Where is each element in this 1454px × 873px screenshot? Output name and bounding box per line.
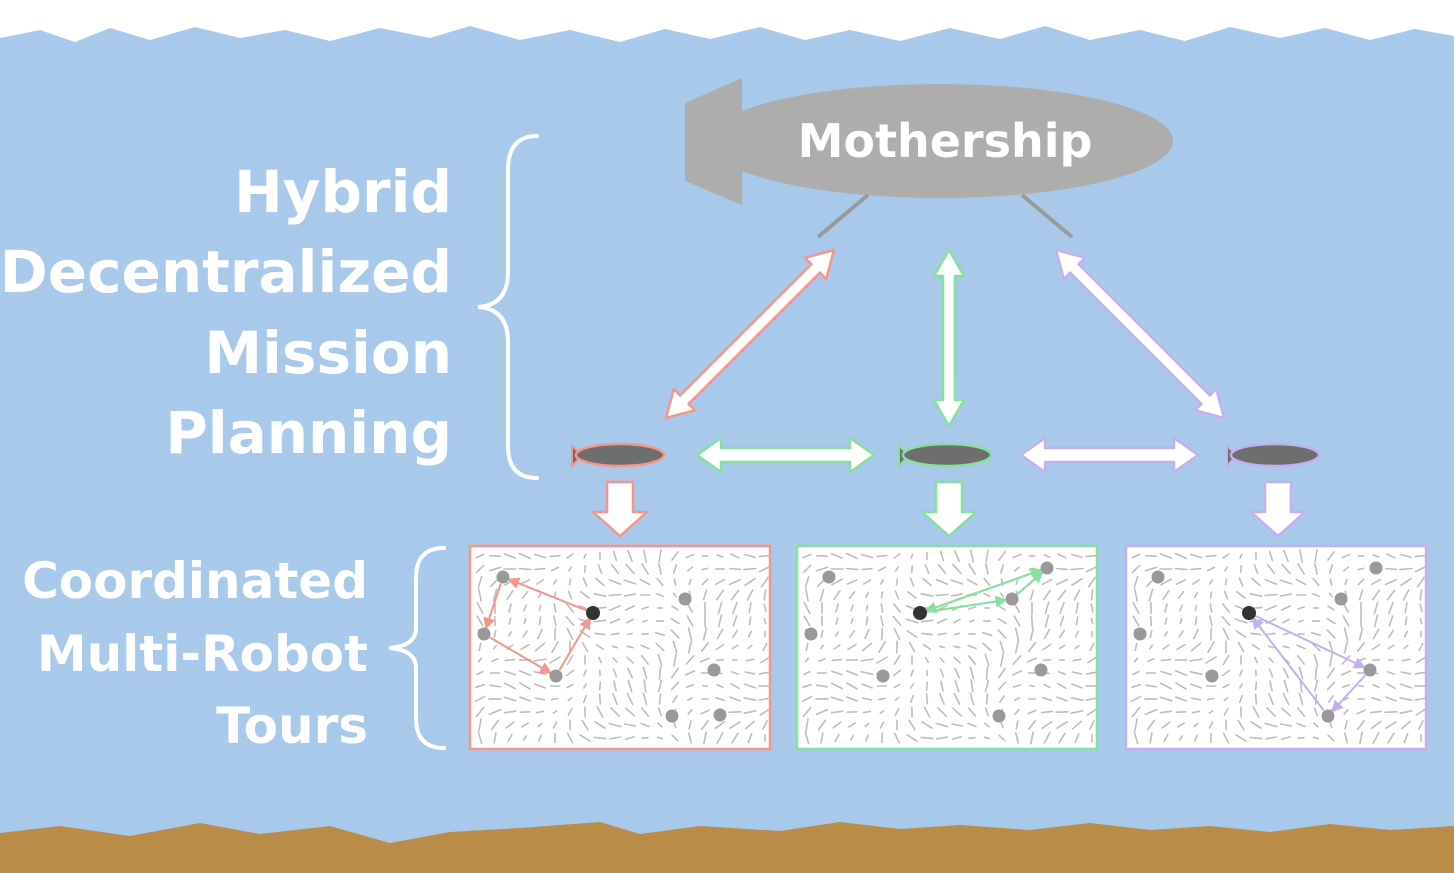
mothership-strut-right (1020, 193, 1074, 239)
tours-label-line-3: Tours (216, 697, 368, 755)
communication-arrows (591, 248, 1307, 538)
robot-3-hull (1229, 442, 1321, 468)
target-point (713, 708, 727, 722)
tour-edge (507, 577, 587, 612)
mothership-hull (707, 84, 1173, 198)
hierarchy-brace (477, 134, 539, 480)
robot-start-point (913, 606, 927, 620)
robot-1 (571, 442, 666, 469)
target-point (1205, 669, 1219, 683)
target-point (549, 669, 563, 683)
target-point (1151, 570, 1165, 584)
target-point (822, 570, 836, 584)
mothership-label: Mothership (798, 114, 1093, 168)
target-point (1040, 561, 1054, 575)
tour-panel-2 (795, 544, 1099, 751)
tour-panel-1 (468, 544, 772, 751)
hierarchy-label: Hybrid Decentralized Mission Planning (0, 158, 452, 467)
vehicles (571, 442, 1321, 469)
robot-start-point (1242, 606, 1256, 620)
target-point (1133, 627, 1147, 641)
robot-2-down-arrow (920, 480, 978, 538)
tour-panel-2-frame (795, 544, 1099, 751)
target-point (1005, 592, 1019, 606)
tours-label: Coordinated Multi-Robot Tours (22, 552, 368, 755)
robot-2-robot-3-arrow (1019, 436, 1200, 474)
target-point (678, 592, 692, 606)
tours-brace (388, 546, 446, 750)
target-point (496, 570, 510, 584)
target-point (1034, 663, 1048, 677)
tour-panels (468, 544, 1428, 751)
hierarchy-label-line-3: Mission (204, 319, 452, 387)
tour-edge (1331, 674, 1367, 713)
target-point (804, 627, 818, 641)
robot-1-robot-2-arrow (695, 436, 876, 474)
robot-3-down-arrow (1249, 480, 1307, 538)
tour-edge (489, 636, 553, 674)
robot-1-down-arrow (591, 480, 649, 538)
flow-field (801, 549, 1099, 745)
mothership-robot-3-arrow (1054, 248, 1226, 420)
robot-3 (1226, 442, 1321, 469)
mothership: Mothership (685, 78, 1173, 239)
mothership-robot-1-arrow (664, 248, 836, 420)
tour-edge (924, 569, 1041, 614)
mothership-strut-left (816, 193, 870, 239)
tour-panel-3 (1124, 544, 1428, 751)
target-point (1321, 709, 1335, 723)
robot-2 (898, 442, 993, 469)
tour-edge (926, 595, 1008, 613)
hierarchy-label-line-4: Planning (165, 399, 452, 467)
target-point (665, 709, 679, 723)
target-point (707, 663, 721, 677)
tour-edge (1016, 571, 1044, 596)
tours-label-line-2: Multi-Robot (37, 625, 368, 683)
target-point (1334, 592, 1348, 606)
target-point (992, 709, 1006, 723)
target-point (477, 627, 491, 641)
tour-edge (1254, 615, 1366, 669)
tours-label-line-1: Coordinated (22, 552, 368, 610)
robot-1-hull (574, 442, 666, 468)
robot-2-hull (901, 442, 993, 468)
hierarchy-label-line-2: Decentralized (0, 238, 452, 306)
robot-start-point (586, 606, 600, 620)
tour-edge (558, 616, 591, 671)
tour-edge (483, 583, 502, 630)
mothership-robot-2-arrow (932, 248, 966, 428)
hierarchy-label-line-1: Hybrid (234, 158, 452, 226)
flow-field (474, 549, 772, 745)
target-point (1363, 663, 1377, 677)
seabed (0, 822, 1454, 873)
target-point (876, 669, 890, 683)
flow-field (1130, 549, 1428, 745)
target-point (1369, 561, 1383, 575)
tour-edge (1251, 616, 1325, 712)
